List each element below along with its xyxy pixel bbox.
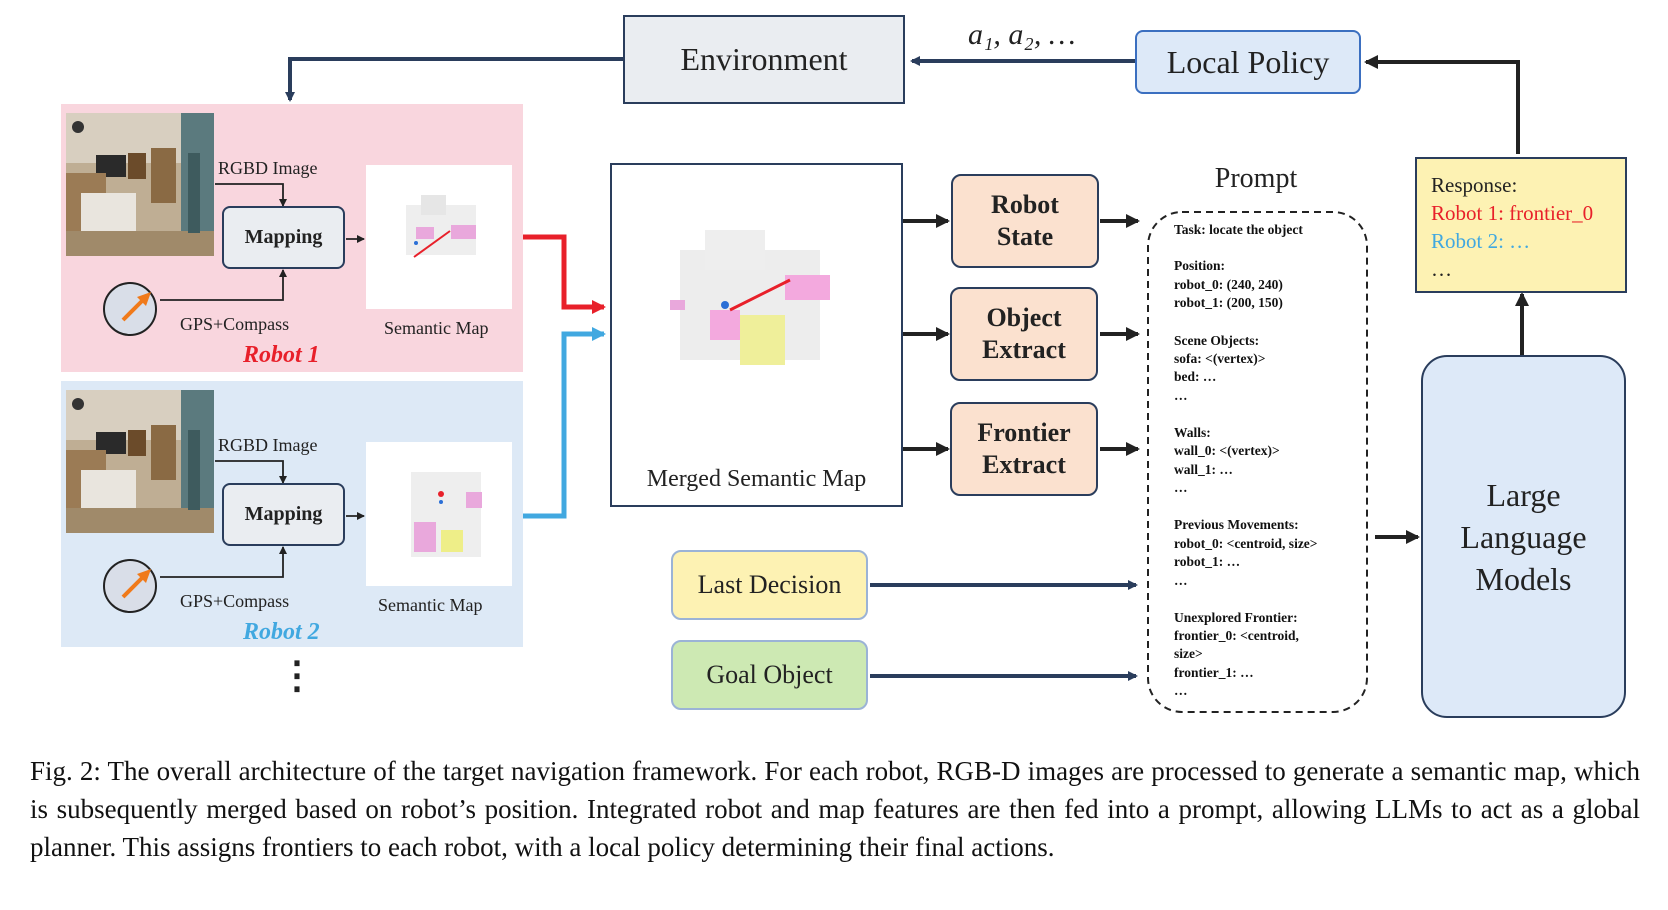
prompt-line-prev-movements: Previous Movements: [1174, 517, 1299, 532]
response-box: Response: Robot 1: frontier_0 Robot 2: …… [1415, 157, 1627, 293]
gps-label-robot-2: GPS+Compass [180, 591, 290, 611]
merged-map-frame [610, 163, 903, 507]
robot-state-line2: State [996, 222, 1054, 251]
llm-line2: Language [1460, 518, 1587, 555]
prompt-line-scene-objects: Scene Objects: [1174, 333, 1260, 348]
object-extract-line1: Object [986, 303, 1062, 332]
prompt-line-frontier1: frontier_1: … [1174, 665, 1254, 680]
prompt-line-prev-more: … [1174, 573, 1188, 588]
semantic-map-label-robot-2: Semantic Map [378, 595, 483, 615]
local-policy-box: Local Policy [1135, 30, 1361, 94]
response-title: Response: [1431, 173, 1518, 197]
object-extract-box: Object Extract [950, 287, 1098, 381]
prompt-line-bed: bed: … [1174, 369, 1217, 384]
environment-box: Environment [623, 15, 905, 104]
more-robots-ellipsis: ⋮ [278, 655, 316, 697]
prompt-line-prev-robot1: robot_1: … [1174, 554, 1241, 569]
response-robot-2: Robot 2: … [1431, 229, 1531, 253]
frontier-extract-box: Frontier Extract [950, 402, 1098, 496]
prompt-line-wall1: wall_1: … [1174, 462, 1233, 477]
prompt-line-walls: Walls: [1174, 425, 1211, 440]
prompt-line-frontier-more: … [1174, 683, 1188, 698]
last-decision-box: Last Decision [671, 550, 868, 620]
goal-object-box: Goal Object [671, 640, 868, 710]
semantic-map-robot-2 [366, 442, 512, 586]
llm-line1: Large [1486, 476, 1561, 513]
last-decision-label: Last Decision [697, 570, 842, 599]
object-extract-line2: Extract [982, 335, 1066, 364]
prompt-line-robot0: robot_0: (240, 240) [1174, 277, 1283, 292]
actions-label: a₁, a₂, … [968, 18, 1076, 51]
mapping-label-robot-2: Mapping [244, 503, 323, 525]
prompt-line-walls-more: … [1174, 480, 1188, 495]
robot-state-line1: Robot [991, 190, 1059, 219]
rgbd-image-robot-1 [66, 113, 214, 256]
robot-2-name: Robot 2 [243, 619, 320, 645]
semantic-map-label-robot-1: Semantic Map [384, 318, 489, 338]
rgbd-label-robot-2: RGBD Image [218, 435, 318, 455]
gps-label-robot-1: GPS+Compass [180, 314, 290, 334]
llm-line3: Models [1475, 560, 1572, 597]
arrow-robot2-to-merged [523, 327, 606, 519]
robot-1-name: Robot 1 [243, 342, 320, 368]
compass-dial-robot-2 [103, 559, 157, 613]
merged-map-image [650, 220, 880, 390]
merged-map-label: Merged Semantic Map [646, 466, 867, 492]
goal-object-label: Goal Object [706, 660, 833, 689]
prompt-title: Prompt [1214, 163, 1298, 194]
mapping-label-robot-1: Mapping [244, 226, 323, 248]
prompt-line-frontier0: frontier_0: <centroid, [1174, 628, 1299, 643]
rgbd-image-robot-2 [66, 390, 214, 533]
prompt-line-unexplored: Unexplored Frontier: [1174, 610, 1298, 625]
mapping-box-robot-1: Mapping [222, 206, 345, 269]
prompt-line-position: Position: [1174, 258, 1226, 273]
semantic-map-robot-1 [366, 165, 512, 309]
prompt-line-robot1: robot_1: (200, 150) [1174, 295, 1283, 310]
prompt-line-objects-more: … [1174, 388, 1188, 403]
environment-label: Environment [680, 41, 848, 77]
frontier-extract-line1: Frontier [977, 418, 1071, 447]
local-policy-label: Local Policy [1166, 43, 1330, 80]
prompt-line-frontier0-size: size> [1174, 646, 1203, 661]
compass-dial-robot-1 [103, 282, 157, 336]
response-more: … [1431, 257, 1452, 281]
prompt-line-wall0: wall_0: <(vertex)> [1174, 443, 1280, 458]
llm-box: Large Language Models [1421, 355, 1626, 718]
frontier-extract-line2: Extract [982, 450, 1066, 479]
rgbd-label-robot-1: RGBD Image [218, 158, 318, 178]
arrow-robot1-to-merged [523, 234, 606, 314]
mapping-box-robot-2: Mapping [222, 483, 345, 546]
arrow-environment-to-robot1 [285, 57, 623, 102]
prompt-line-sofa: sofa: <(vertex)> [1174, 351, 1266, 366]
robot-state-box: Robot State [951, 174, 1099, 268]
figure-caption: Fig. 2: The overall architecture of the … [30, 756, 1640, 862]
prompt-line-prev-robot0: robot_0: <centroid, size> [1174, 536, 1318, 551]
response-robot-1: Robot 1: frontier_0 [1431, 201, 1594, 225]
prompt-line-task: Task: locate the object [1174, 222, 1303, 237]
arrow-response-to-policy [1364, 55, 1520, 154]
